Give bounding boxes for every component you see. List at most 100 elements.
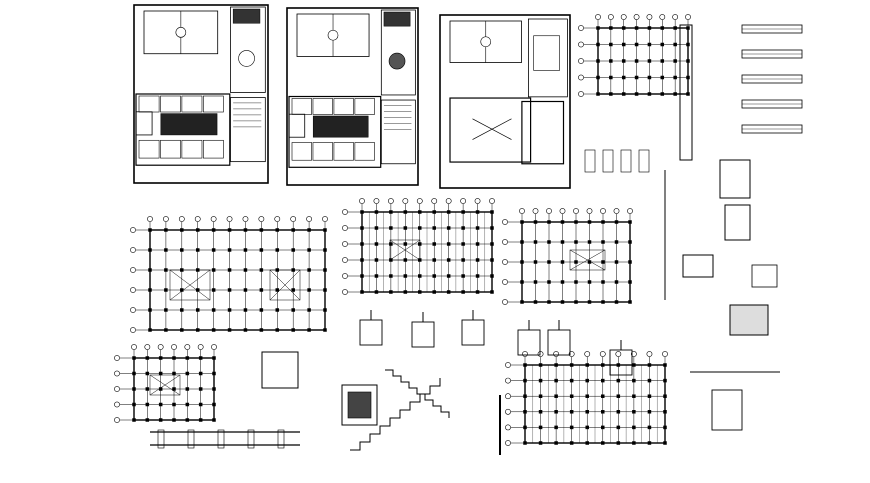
column bbox=[621, 75, 626, 80]
column bbox=[132, 418, 136, 422]
grid-bubble-top bbox=[431, 198, 438, 204]
structural-grid-d bbox=[114, 344, 217, 423]
column bbox=[587, 280, 592, 284]
column bbox=[585, 425, 589, 430]
classroom bbox=[160, 139, 181, 159]
column bbox=[538, 378, 543, 383]
column bbox=[227, 288, 232, 292]
column bbox=[520, 280, 524, 284]
grid-bubble-top bbox=[210, 216, 217, 222]
grid-bubble-left bbox=[578, 91, 584, 97]
structural-grid-e bbox=[505, 351, 668, 446]
column bbox=[634, 42, 639, 47]
footing-section bbox=[411, 321, 435, 348]
grid-bubble-left bbox=[342, 225, 348, 231]
column bbox=[569, 425, 574, 430]
column bbox=[243, 228, 248, 232]
column bbox=[148, 248, 152, 252]
grid-bubble-top bbox=[489, 198, 495, 204]
garden-feature bbox=[238, 50, 255, 67]
column bbox=[323, 328, 327, 332]
column bbox=[158, 418, 163, 422]
column bbox=[180, 228, 184, 232]
column bbox=[663, 394, 667, 398]
column bbox=[185, 402, 190, 407]
column bbox=[145, 418, 150, 422]
column bbox=[172, 371, 176, 376]
column bbox=[673, 59, 677, 63]
grid-bubble-left bbox=[342, 273, 348, 279]
column bbox=[554, 441, 558, 445]
column bbox=[195, 308, 200, 312]
grid-bubble-top bbox=[373, 198, 380, 204]
column bbox=[523, 363, 527, 367]
column bbox=[634, 59, 639, 63]
opening-cross bbox=[389, 239, 421, 261]
grid-bubble-top bbox=[584, 351, 591, 357]
grid-bubble-left bbox=[342, 257, 348, 263]
column bbox=[663, 378, 667, 383]
column bbox=[601, 394, 605, 398]
column bbox=[686, 42, 690, 47]
column bbox=[211, 328, 216, 332]
column bbox=[569, 441, 574, 445]
column bbox=[132, 356, 136, 360]
column bbox=[574, 240, 578, 244]
column bbox=[418, 290, 422, 294]
column bbox=[554, 425, 558, 430]
column bbox=[172, 387, 176, 391]
classroom bbox=[138, 139, 160, 159]
column-elevation bbox=[679, 24, 693, 161]
column bbox=[523, 378, 527, 383]
column bbox=[164, 328, 168, 332]
column bbox=[243, 268, 248, 272]
column bbox=[596, 42, 600, 47]
grid-bubble-top bbox=[194, 216, 201, 222]
grid-bubble-left bbox=[505, 393, 511, 400]
column bbox=[554, 410, 558, 414]
column bbox=[374, 210, 379, 214]
column bbox=[148, 228, 152, 232]
classroom bbox=[203, 139, 224, 159]
column bbox=[164, 308, 168, 312]
column bbox=[686, 59, 690, 63]
column bbox=[275, 228, 280, 232]
column bbox=[523, 425, 527, 430]
courtyard bbox=[312, 115, 369, 138]
classroom bbox=[354, 142, 375, 161]
column bbox=[660, 75, 665, 80]
column bbox=[227, 308, 232, 312]
column bbox=[614, 280, 619, 284]
column bbox=[628, 280, 632, 284]
court-center-circle bbox=[175, 27, 187, 38]
column bbox=[628, 300, 632, 304]
opening-cross bbox=[149, 374, 181, 396]
grid-bubble-top bbox=[290, 216, 297, 222]
column bbox=[616, 410, 621, 414]
grid-bubble-left bbox=[505, 440, 511, 446]
column bbox=[574, 220, 578, 224]
grid-bubble-top bbox=[559, 208, 566, 214]
column bbox=[490, 258, 494, 262]
column bbox=[461, 210, 465, 214]
column bbox=[533, 240, 538, 244]
classroom bbox=[291, 98, 312, 115]
column bbox=[180, 328, 184, 332]
column bbox=[291, 328, 295, 332]
column bbox=[403, 242, 408, 246]
column bbox=[647, 441, 652, 445]
service-block bbox=[383, 11, 411, 27]
column bbox=[259, 228, 264, 232]
column bbox=[560, 220, 565, 224]
column bbox=[227, 248, 232, 252]
column bbox=[446, 226, 451, 230]
column bbox=[538, 410, 543, 414]
column bbox=[475, 242, 480, 246]
pile-cap bbox=[682, 254, 714, 278]
column bbox=[647, 59, 652, 63]
grid-bubble-top bbox=[306, 216, 312, 222]
grid-bubble-top bbox=[627, 208, 633, 214]
grid-bubble-left bbox=[130, 267, 136, 273]
column bbox=[647, 363, 652, 367]
column bbox=[574, 280, 578, 284]
